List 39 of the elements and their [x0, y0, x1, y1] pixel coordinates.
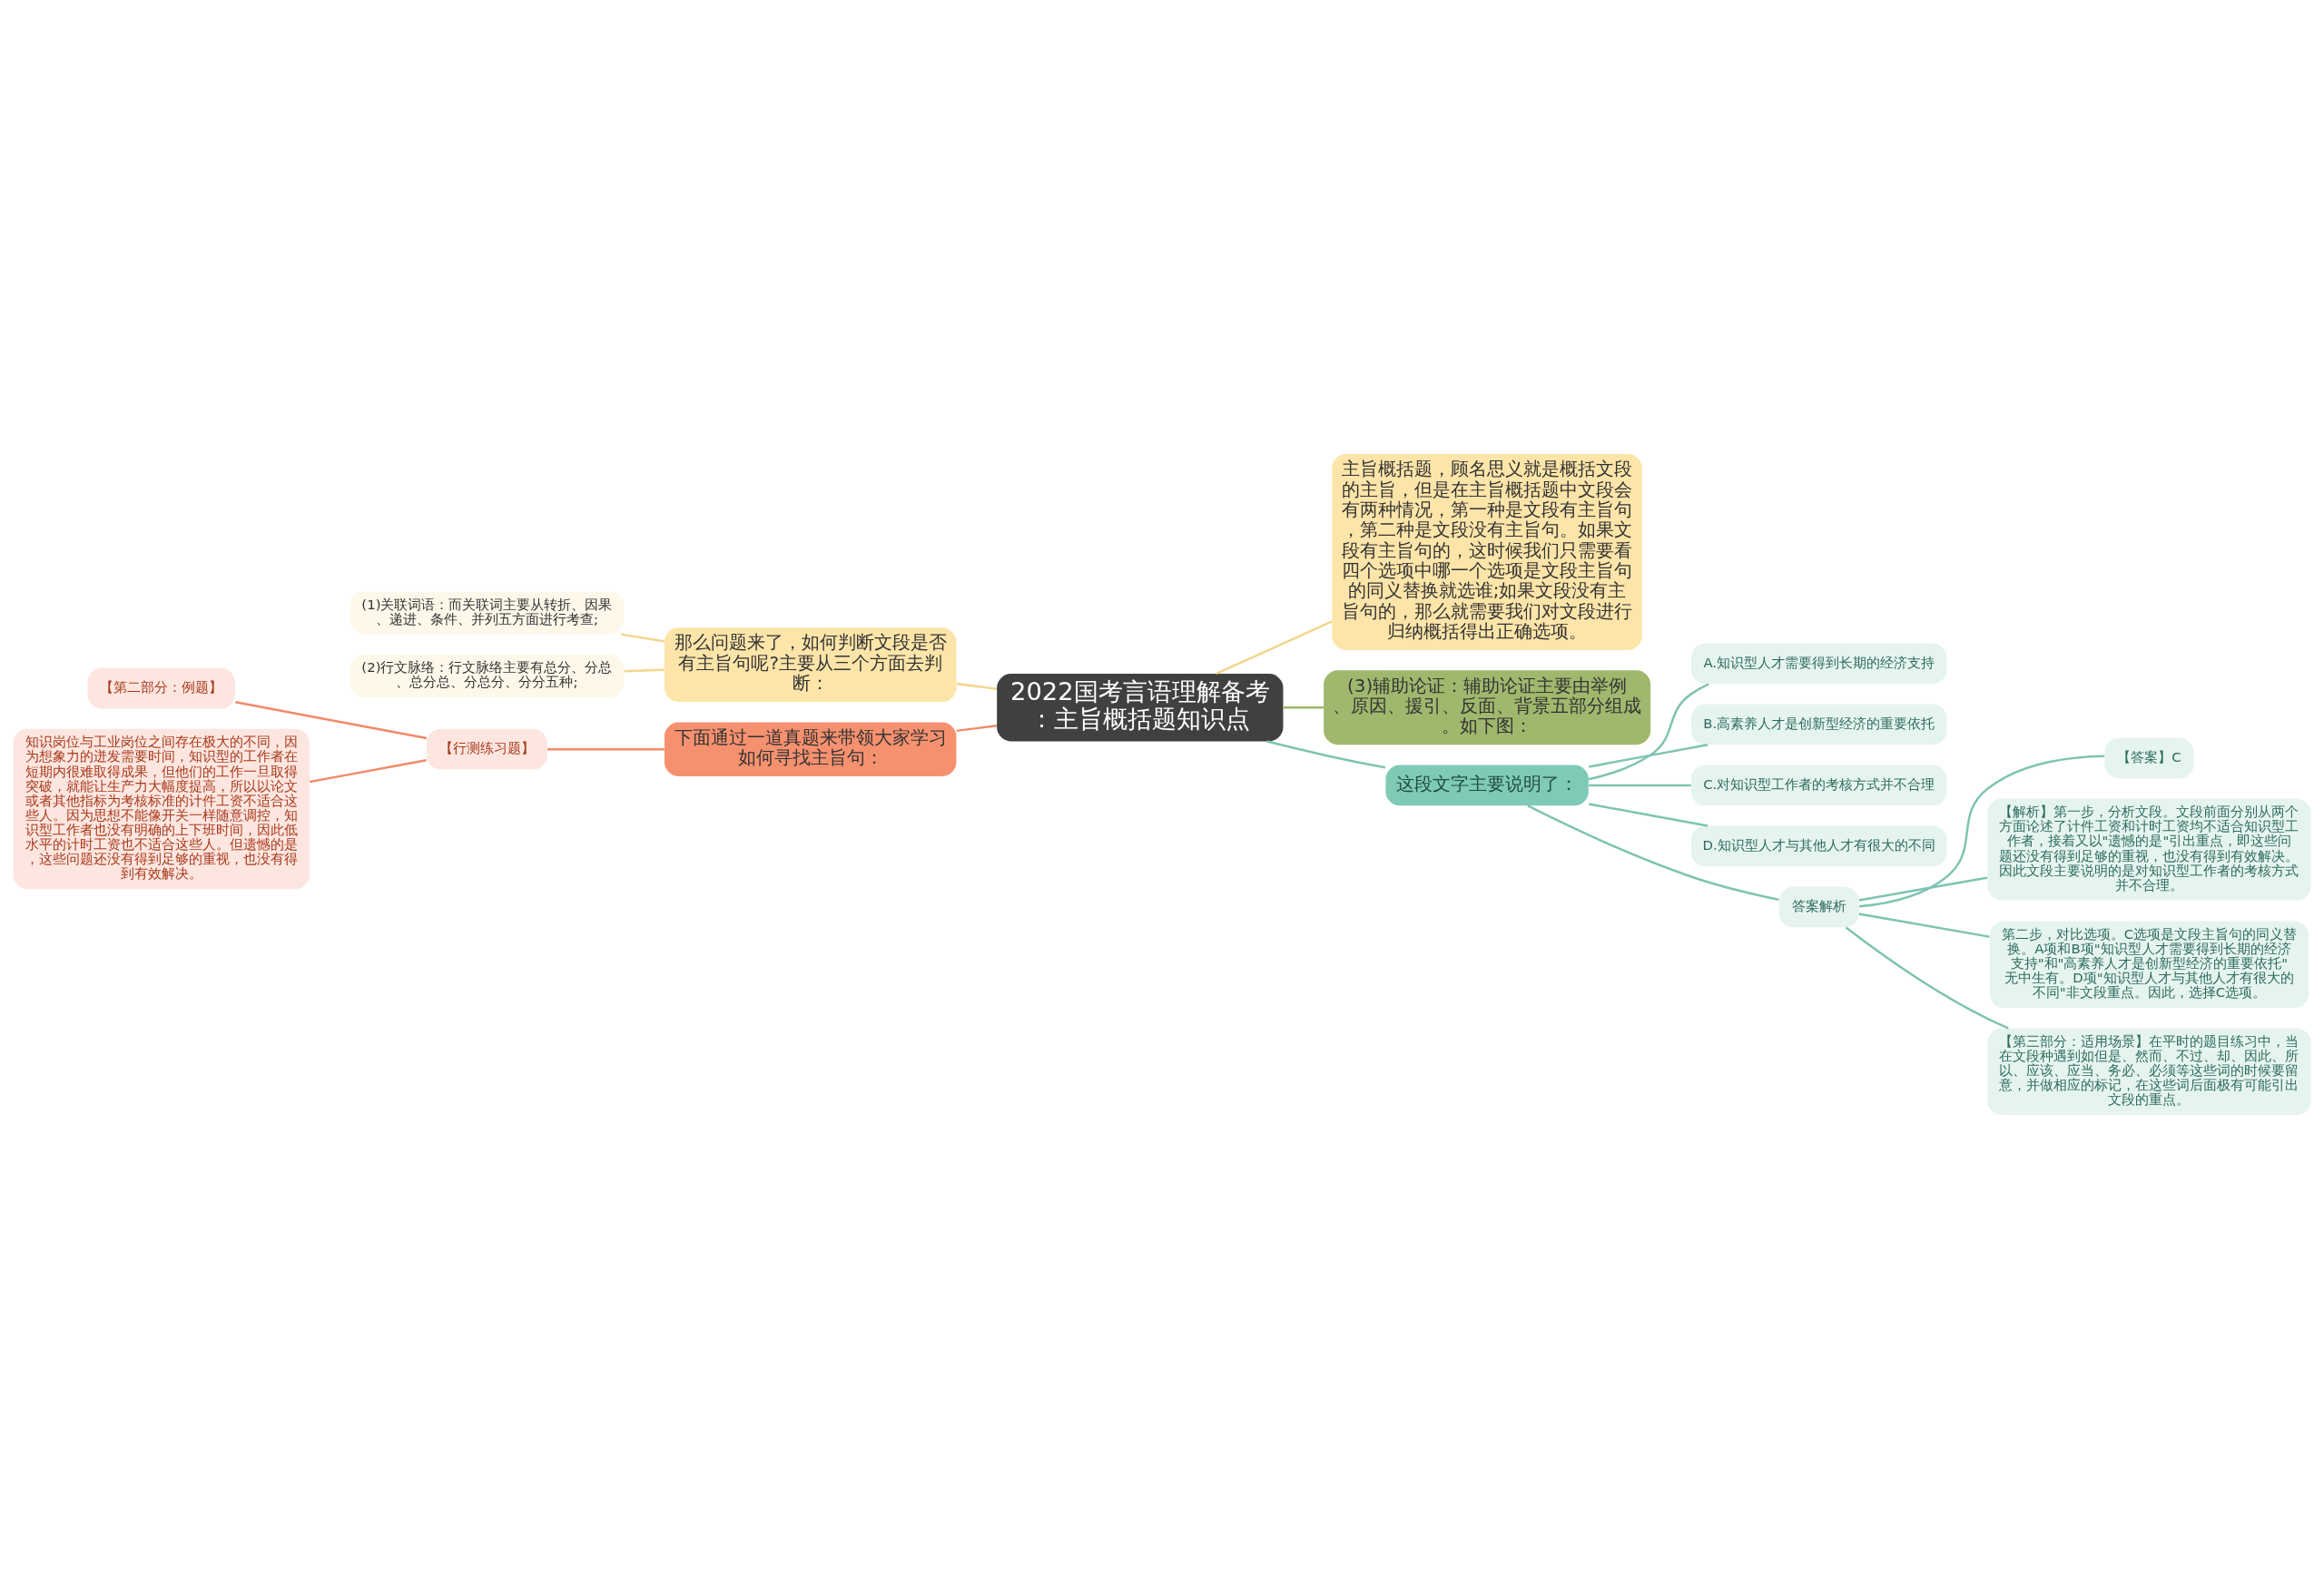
node-box: (2)行文脉络：行文脉络主要有总分、分总、总分总、分总分、分分五种; [350, 654, 625, 698]
connector [1858, 876, 1988, 902]
node-box: 答案解析 [1778, 886, 1859, 928]
node-box: 下面通过一道真题来带领大家学习如何寻找主旨句： [664, 722, 957, 776]
connector [1527, 804, 1779, 902]
connector [1858, 755, 2105, 908]
connector [1216, 620, 1333, 676]
node-box: 【答案】C [2104, 737, 2194, 779]
node-box: 【解析】第一步，分析文段。文段前面分别从两个方面论述了计件工资和计时工资均不适合知识型工作者，接着又以"遗憾的是"引出重点，即这些问题还没有得到足够的重视，也没有得到有效解决。因此文段主要说明的是对知识型工作者的考核方式并不合理。 [1987, 798, 2311, 901]
node-box: 知识岗位与工业岗位之间存在极大的不同，因为想象力的迸发需要时间，知识型的工作者在短期内很难取得成果，但他们的工作一旦取得突破，就能让生产力大幅度提高，所以以论文或者其他指标为考核标准的计件工资不适合这些人。因为思想不能像开关一样随意调控，知识型工作者也没有明确的上下班时间，因此低水平的计时工资也不适合这些人。但遗憾的是，这些问题还没有得到足够的重视，也没有得到有效解决。 [13, 728, 310, 890]
connector [620, 633, 665, 643]
node-box: B.高素养人才是创新型经济的重要依托 [1690, 704, 1947, 745]
node-box: (1)关联词语：而关联词主要从转折、因果、递进、条件、并列五方面进行考查; [350, 591, 625, 635]
connector [1266, 740, 1386, 769]
node-box: 【第二部分：例题】 [87, 667, 235, 709]
connector [956, 725, 998, 733]
node-box: 2022国考言语理解备考：主旨概括题知识点 [997, 674, 1284, 742]
connector [1589, 744, 1709, 768]
node-box: 主旨概括题，顾名思义就是概括文段的主旨，但是在主旨概括题中文段会有两种情况，第一种是文段有主旨句，第二种是文段没有主旨句。如果文段有主旨句的，这时候我们只需要看四个选项中哪一个选项是文段主旨句的同义替换就选谁;如果文段没有主旨句的，那么就需要我们对文段进行归纳概括得出正确选项。 [1332, 453, 1642, 650]
connector [1589, 784, 1691, 787]
node-box: (3)辅助论证：辅助论证主要由举例、原因、援引、反面、背景五部分组成。如下图： [1324, 670, 1651, 745]
node-box: C.对知识型工作者的考核方式并不合理 [1690, 765, 1947, 806]
connector [310, 759, 427, 784]
connector [624, 668, 665, 673]
connector [956, 682, 998, 690]
connector [235, 701, 428, 740]
node-box: 【行测练习题】 [427, 728, 547, 770]
connector [1589, 803, 1709, 827]
node-box: 这段文字主要说明了： [1385, 765, 1589, 806]
connector [1845, 926, 2009, 1030]
connector [1588, 683, 1709, 781]
node-box: 那么问题来了，如何判断文段是否有主旨句呢?主要从三个方面去判断： [664, 627, 957, 703]
connector [1283, 706, 1324, 709]
connector [547, 747, 665, 751]
node-box: A.知识型人才需要得到长期的经济支持 [1690, 643, 1947, 685]
node-box: 第二步，对比选项。C选项是文段主旨句的同义替换。A项和B项"知识型人才需要得到长期的经济支持"和"高素养人才是创新型经济的重要依托"无中生有。D项"知识型人才与其他人才有很大的不同"非文段重点。因此，选择C选项。 [1989, 921, 2309, 1009]
node-box: 【第三部分：适用场景】在平时的题目练习中，当在文段种遇到如但是、然而、不过、却、因此、所以、应该、应当、务必、必须等这些词的时候要留意，并做相应的标记，在这些词后面极有可能引出文段的重点。 [1987, 1028, 2311, 1116]
connector [1858, 913, 1990, 938]
node-box: D.知识型人才与其他人才有很大的不同 [1690, 825, 1947, 867]
